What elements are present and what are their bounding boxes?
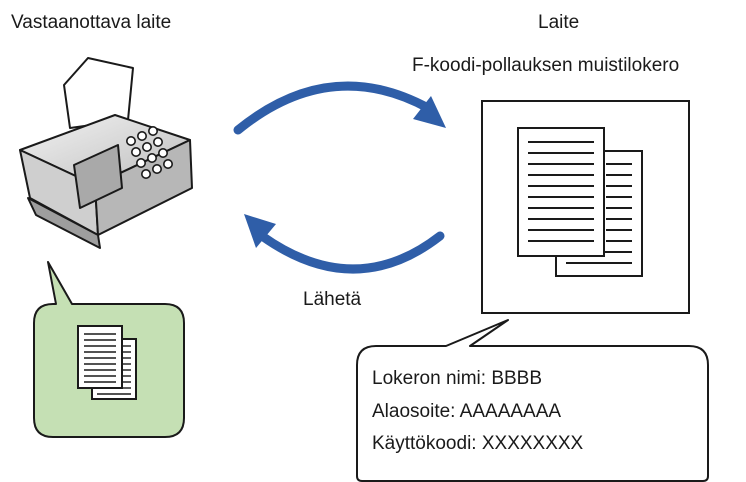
box-name-text: Lokeron nimi: BBBB (372, 368, 543, 389)
documents-icon (77, 325, 137, 400)
curved-arrow-icon (244, 214, 445, 274)
curved-arrow-icon (233, 81, 446, 135)
info-bubble (356, 319, 709, 482)
passcode-text: Käyttökoodi: XXXXXXXX (372, 433, 584, 454)
memory-box-label: F-koodi-pollauksen muistilokero (412, 55, 680, 76)
send-label: Lähetä (303, 289, 362, 310)
documents-icon (517, 127, 643, 277)
receiving-device-label: Vastaanottava laite (11, 12, 172, 33)
fax-machine-icon (19, 57, 193, 249)
device-label: Laite (538, 12, 580, 33)
sub-address-text: Alaosoite: AAAAAAAA (372, 401, 562, 422)
